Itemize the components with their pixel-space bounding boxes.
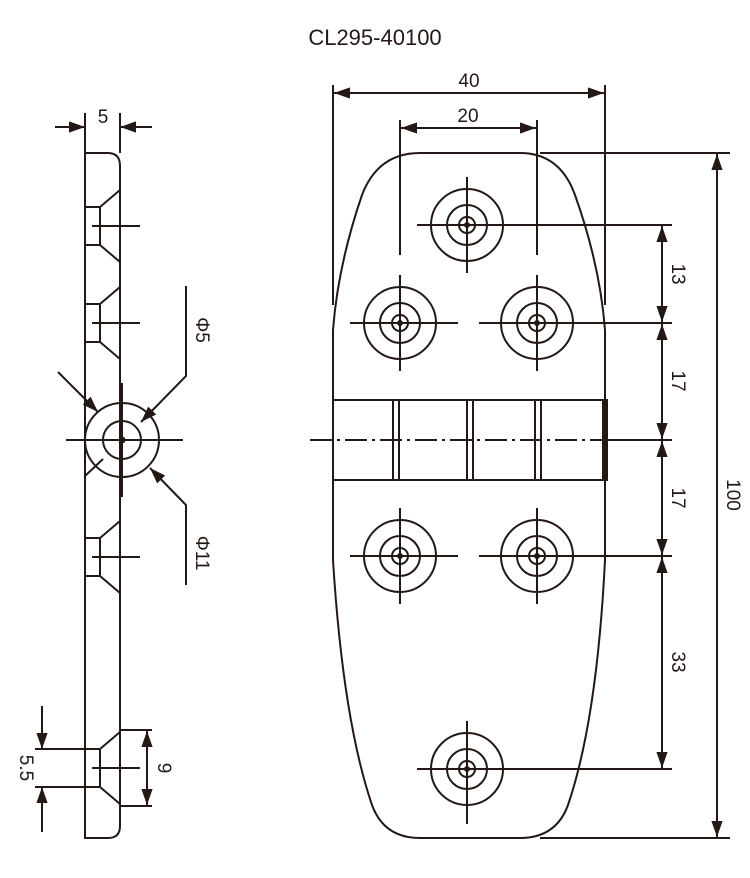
dim-33-label: 33 (667, 651, 688, 672)
dim-13-label: 13 (667, 263, 688, 284)
dim-17-lower-label: 17 (667, 487, 688, 508)
total-length-label: 100 (722, 479, 743, 511)
countersink-label: 9 (153, 763, 174, 774)
thickness-label: 5 (98, 107, 109, 128)
hole-depth-label: 5.5 (15, 755, 36, 781)
hole-spacing-label: 20 (457, 106, 478, 127)
side-view: Φ5 Φ11 5 5.5 9 (15, 107, 212, 839)
width-label: 40 (458, 71, 479, 92)
hole (350, 275, 458, 371)
hole (479, 275, 587, 371)
dim-17-upper-label: 17 (667, 370, 688, 391)
pin-diameter-label: Φ5 (191, 317, 212, 343)
front-view: 40 20 13 17 17 33 100 (310, 71, 743, 839)
hole (417, 721, 527, 824)
knuckle-diameter-label: Φ11 (191, 536, 212, 571)
hole (350, 508, 458, 604)
hole (479, 508, 587, 604)
mounting-holes (350, 177, 587, 824)
drawing-title: CL295-40100 (308, 25, 441, 50)
